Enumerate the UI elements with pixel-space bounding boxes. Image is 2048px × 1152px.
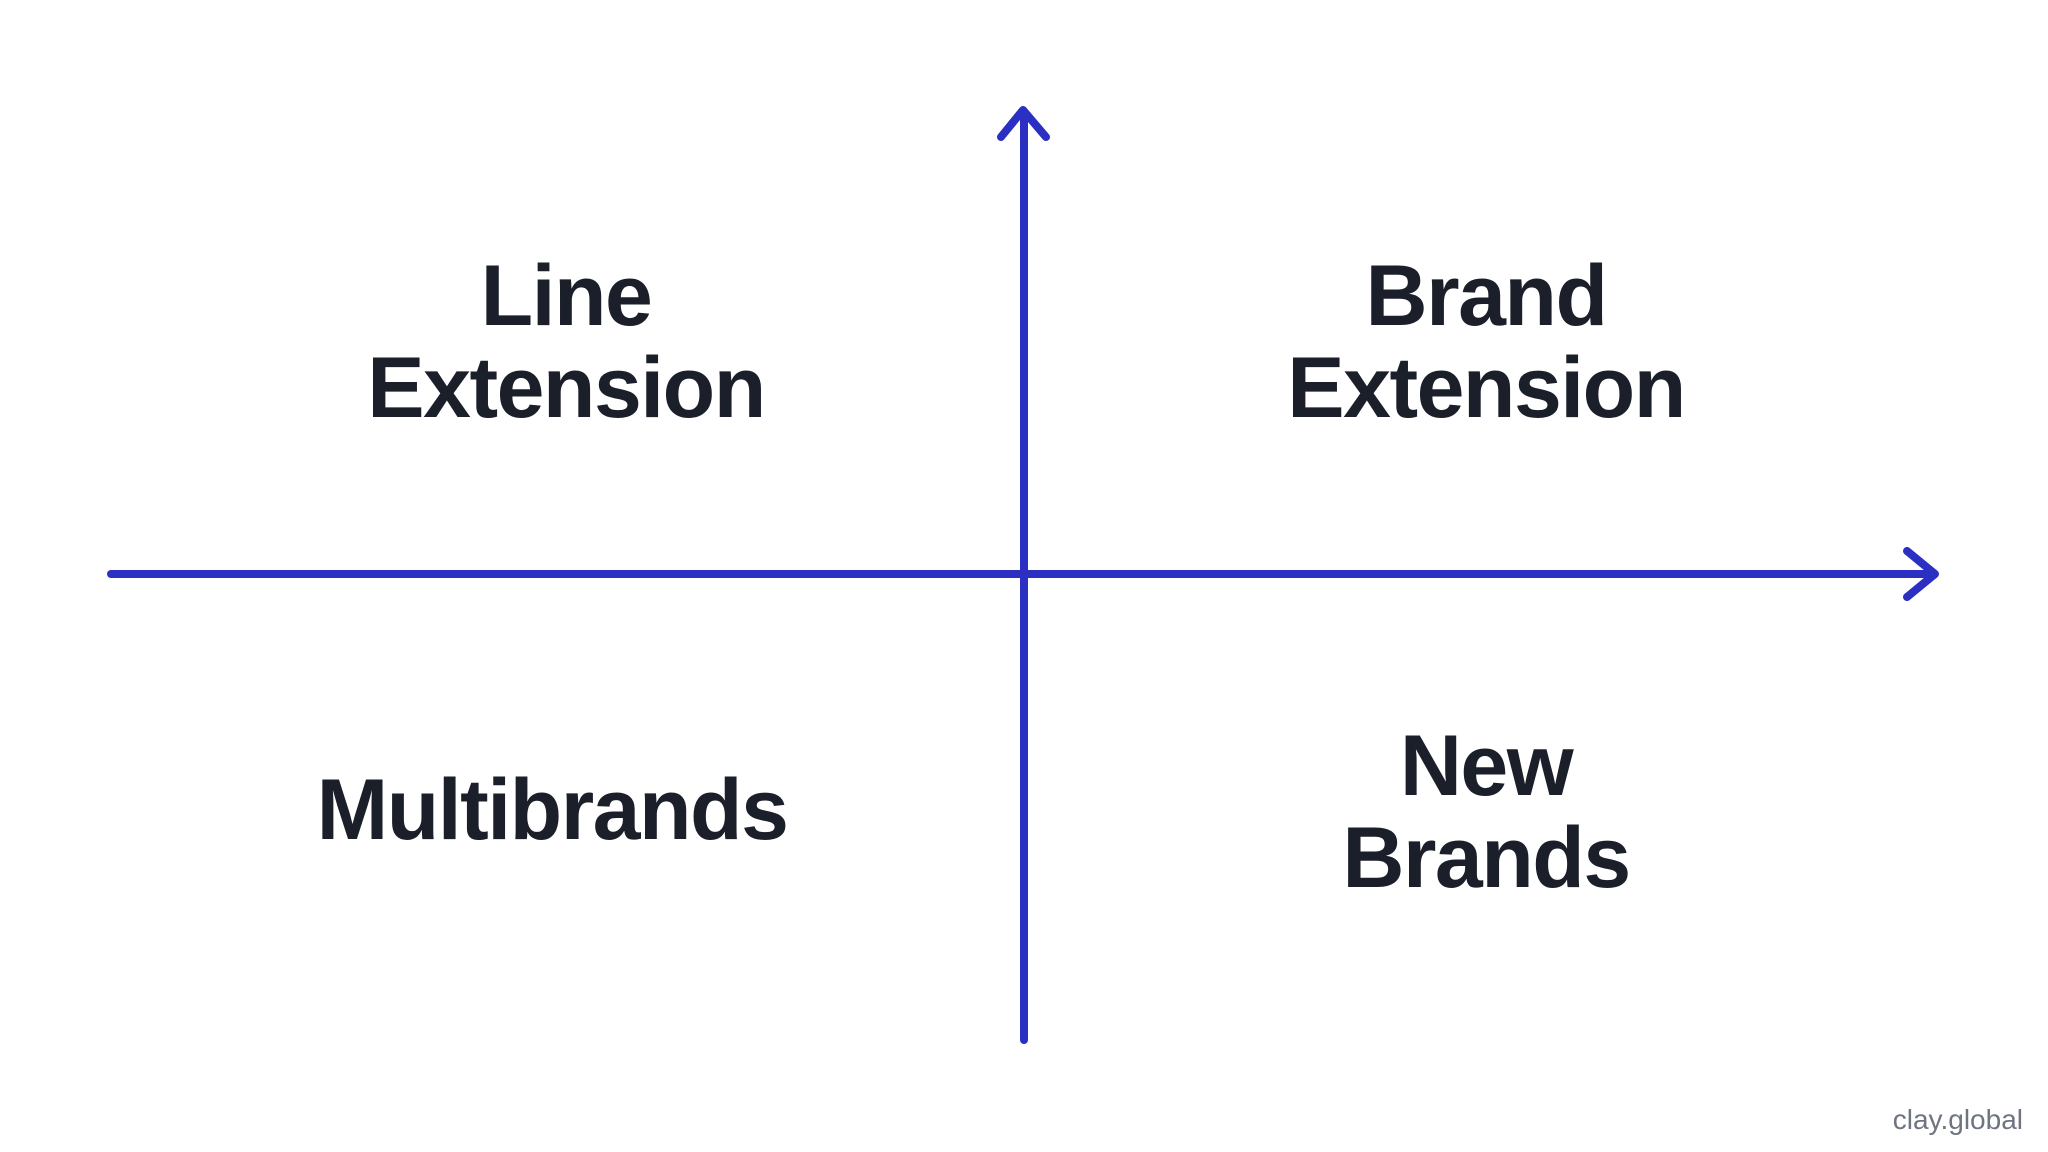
up-arrowhead-icon xyxy=(997,106,1050,141)
quadrant-label-multibrands: Multibrands xyxy=(316,761,789,858)
watermark-clay-global: clay.global xyxy=(1892,1104,2023,1135)
quadrant-label-line-extension: Line Extension xyxy=(367,247,766,436)
quadrant-label-new-brands: New Brands xyxy=(1342,717,1631,906)
quadrant-label-brand-extension: Brand Extension xyxy=(1287,247,1686,436)
right-arrowhead-icon xyxy=(1903,547,1939,601)
